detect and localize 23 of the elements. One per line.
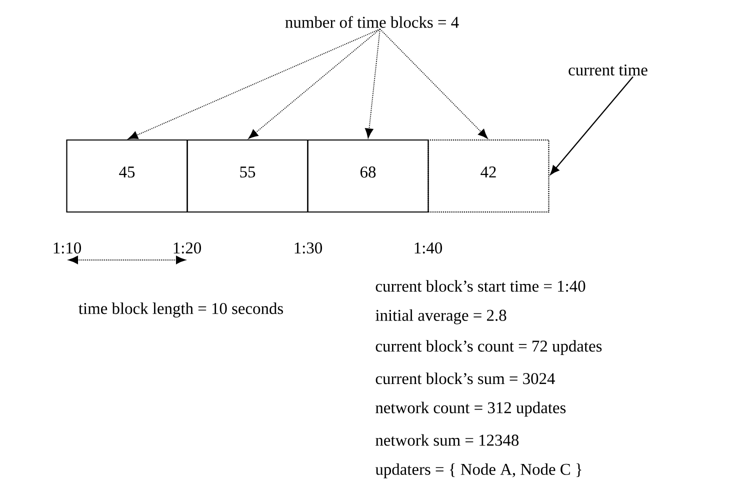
status-line: current block’s sum = 3024 xyxy=(376,372,555,384)
arrow xyxy=(365,28,380,138)
arrow xyxy=(380,28,488,139)
arrow xyxy=(248,28,380,139)
caption-text: current time xyxy=(568,64,648,76)
status-line: network sum = 12348 xyxy=(376,434,519,446)
note-text: time block length = 10 seconds xyxy=(78,302,283,318)
time-label: 1:10 xyxy=(54,242,81,254)
status-line: network count = 312 updates xyxy=(376,402,566,417)
arrow xyxy=(128,28,380,140)
time-label: 1:20 xyxy=(174,242,201,254)
status-line: current block’s start time = 1:40 xyxy=(376,280,586,292)
time-block-box: 45 xyxy=(66,139,188,213)
arrow xyxy=(550,76,634,175)
status-line: current block’s count = 72 updates xyxy=(376,340,602,356)
time-label: 1:30 xyxy=(294,242,322,254)
caption-text: number of time blocks = 4 xyxy=(285,16,459,28)
status-line: initial average = 2.8 xyxy=(376,309,506,324)
time-block-box: 68 xyxy=(307,139,429,213)
time-block-box: 55 xyxy=(186,139,308,213)
time-block-box: 42 xyxy=(428,139,550,213)
time-label: 1:40 xyxy=(414,242,442,254)
status-line: updaters = { Node A, Node C } xyxy=(375,463,582,478)
